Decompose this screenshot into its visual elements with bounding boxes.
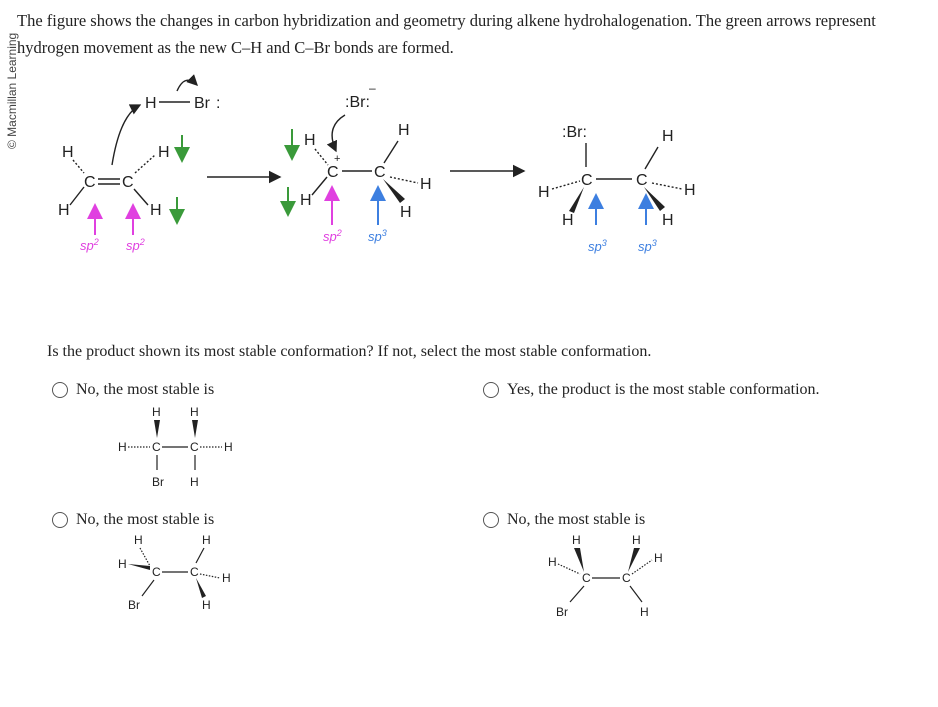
- radio-button[interactable]: [52, 512, 68, 528]
- wedge-bond: [569, 187, 584, 213]
- h-atom: H: [662, 128, 674, 145]
- carbon-atom: C: [636, 172, 648, 189]
- structure-option-d: H H C C H H Br H: [548, 533, 663, 619]
- structure-option-c: H H C C H H H Br: [118, 533, 231, 612]
- option-label: Yes, the product is the most stable conf…: [507, 381, 820, 398]
- bond: [72, 159, 85, 174]
- svg-text:H: H: [572, 533, 581, 547]
- carbocation-carbon: C: [327, 164, 339, 181]
- radio-button[interactable]: [52, 382, 68, 398]
- svg-text:H: H: [118, 557, 127, 571]
- svg-text:H: H: [152, 405, 161, 419]
- charge: +: [334, 153, 340, 165]
- bromine-atom: :Br:: [562, 124, 587, 141]
- electron-arrow: [326, 114, 346, 153]
- h-atom: H: [300, 192, 312, 209]
- charge: –: [369, 81, 376, 95]
- h-atom: H: [145, 95, 157, 112]
- svg-text:C: C: [152, 565, 161, 579]
- carbon-atom: C: [374, 164, 386, 181]
- svg-text:C: C: [190, 440, 199, 454]
- h-atom: H: [420, 176, 432, 193]
- h-atom: H: [538, 184, 550, 201]
- h-atom: H: [684, 182, 696, 199]
- option-label: No, the most stable is: [507, 511, 646, 528]
- svg-text:C: C: [622, 571, 631, 585]
- hybridization-label: sp2: [80, 237, 99, 253]
- bond: [133, 188, 149, 206]
- svg-text:H: H: [222, 571, 231, 585]
- svg-text:C: C: [582, 571, 591, 585]
- svg-text:C: C: [152, 440, 161, 454]
- electron-arrow: [111, 104, 142, 166]
- option-label: No, the most stable is: [76, 381, 215, 398]
- carbon-atom: C: [84, 174, 96, 191]
- svg-text:H: H: [548, 555, 557, 569]
- wedge-bond: [383, 179, 405, 203]
- carbon-atom: C: [581, 172, 593, 189]
- intro-text: The figure shows the changes in carbon h…: [17, 11, 876, 57]
- h-atom: H: [150, 202, 162, 219]
- bond: [69, 186, 85, 206]
- h-atom: H: [58, 202, 70, 219]
- reaction-scheme: H H C C H H H Br : sp2 sp2 :Br: – H H C: [58, 74, 696, 254]
- bond: [311, 176, 328, 196]
- hybridization-label: sp3: [588, 238, 607, 254]
- question-text: Is the product shown its most stable con…: [47, 343, 652, 360]
- wedge-bond: [644, 187, 665, 211]
- bond: [134, 154, 156, 174]
- h-atom: H: [400, 204, 412, 221]
- svg-text:H: H: [202, 533, 211, 547]
- h-atom: H: [562, 212, 574, 229]
- radio-button[interactable]: [483, 512, 499, 528]
- svg-text:Br: Br: [152, 475, 164, 489]
- svg-text:H: H: [190, 475, 199, 489]
- radio-button[interactable]: [483, 382, 499, 398]
- option-b[interactable]: Yes, the product is the most stable conf…: [483, 381, 820, 399]
- svg-text:H: H: [202, 598, 211, 612]
- svg-text:H: H: [190, 405, 199, 419]
- hybridization-label: sp3: [368, 228, 387, 244]
- hybridization-label: sp2: [323, 228, 342, 244]
- bond: [383, 140, 399, 164]
- bromide-ion: :Br:: [345, 94, 370, 111]
- h-atom: H: [398, 122, 410, 139]
- option-c[interactable]: No, the most stable is: [52, 511, 214, 529]
- svg-text:Br: Br: [556, 605, 568, 619]
- svg-text:H: H: [224, 440, 233, 454]
- svg-text:H: H: [118, 440, 127, 454]
- lone-pairs: :: [216, 95, 220, 112]
- option-a[interactable]: No, the most stable is: [52, 381, 214, 399]
- bond: [551, 180, 581, 190]
- h-atom: H: [304, 132, 316, 149]
- h-atom: H: [62, 144, 74, 161]
- svg-text:H: H: [654, 551, 663, 565]
- bond: [651, 182, 683, 190]
- hybridization-label: sp2: [126, 237, 145, 253]
- bond: [389, 176, 419, 184]
- bond: [644, 146, 659, 170]
- bond: [314, 148, 329, 166]
- hybridization-label: sp3: [638, 238, 657, 254]
- svg-text:H: H: [632, 533, 641, 547]
- carbon-atom: C: [122, 174, 134, 191]
- option-label: No, the most stable is: [76, 511, 215, 528]
- svg-text:H: H: [640, 605, 649, 619]
- option-d[interactable]: No, the most stable is: [483, 511, 645, 529]
- structure-option-a: H H H C C H Br H: [118, 405, 233, 489]
- electron-arrow: [176, 74, 198, 92]
- svg-text:C: C: [190, 565, 199, 579]
- svg-text:Br: Br: [128, 598, 140, 612]
- bromine-atom: Br: [194, 95, 211, 112]
- h-atom: H: [662, 212, 674, 229]
- h-atom: H: [158, 144, 170, 161]
- svg-text:H: H: [134, 533, 143, 547]
